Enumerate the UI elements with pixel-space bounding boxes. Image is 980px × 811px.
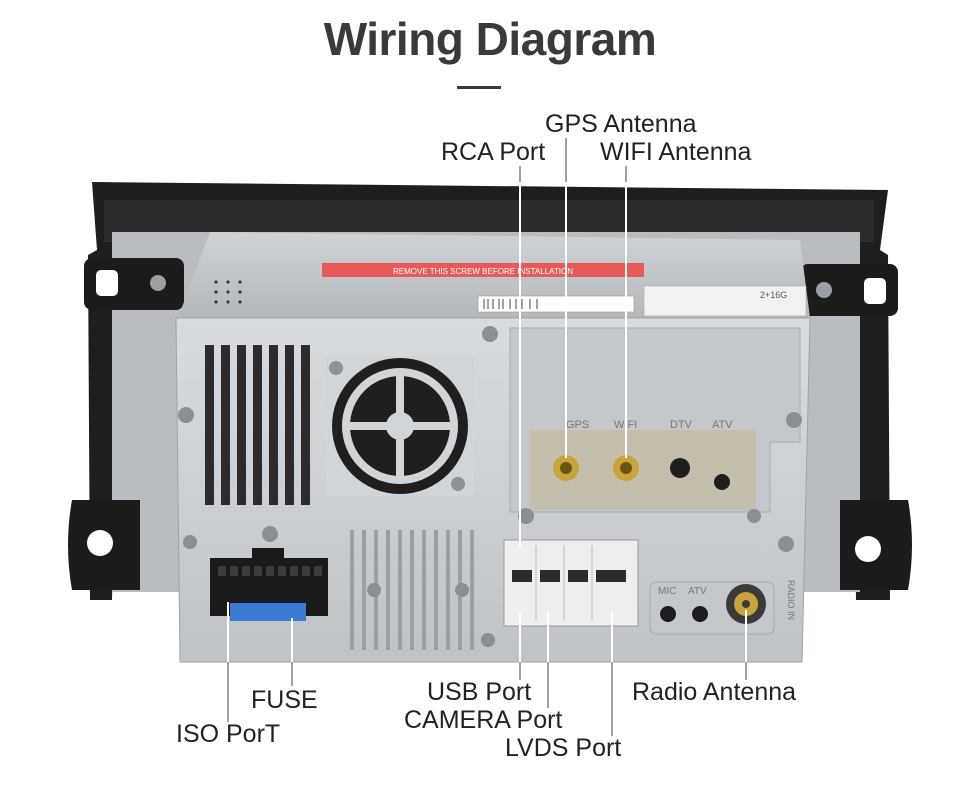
warning-band-text: REMOVE THIS SCREW BEFORE INSTALLATION [393,267,573,276]
rear-plate: GPS WIFI DTV ATV [175,317,811,663]
radio-antenna-label: Radio Antenna [632,678,797,706]
fuse-element [230,603,306,621]
mic-jack [660,606,676,622]
gps-connector [553,455,579,481]
serial-sticker [477,295,635,313]
spec-sticker-text: 2+16G [760,290,787,300]
screws [178,326,802,647]
mic-marking: MIC [658,586,676,597]
left-mounting-tab [84,258,184,310]
fuse-label: FUSE [251,686,318,714]
rear-box: REMOVE THIS SCREW BEFORE INSTALLATION 2+… [178,232,810,318]
atv-marking: ATV [712,419,733,431]
gps-antenna-label: GPS Antenna [545,110,697,138]
atv-hole [714,474,730,490]
atv-jack [692,606,708,622]
left-vent-grille [205,345,310,505]
cooling-fan [326,356,474,496]
iso-port-label: ISO PorT [176,720,281,748]
right-mounting-tab [800,264,898,316]
spec-sticker [643,285,807,317]
camera-port-label: CAMERA Port [404,706,563,734]
antenna-panel [509,327,801,513]
iso-connector [210,548,328,621]
wifi-connector [613,455,639,481]
atv2-marking: ATV [688,586,707,597]
lvds-port-label: LVDS Port [505,734,622,762]
rca-port-label: RCA Port [441,138,546,166]
radio-antenna-socket [726,584,766,624]
usb-port-label: USB Port [427,678,532,706]
multi-port-connector-block [503,539,639,627]
gps-marking: GPS [566,419,589,431]
radio-marking: RADIO IN [786,580,796,620]
title-underline [457,86,501,89]
page-title: Wiring Diagram [323,13,657,65]
dtv-hole [670,458,690,478]
left-lower-tab [68,500,140,590]
wifi-antenna-label: WIFI Antenna [600,138,752,166]
dtv-marking: DTV [670,419,693,431]
warning-band [322,263,644,277]
right-lower-tab [840,500,912,590]
